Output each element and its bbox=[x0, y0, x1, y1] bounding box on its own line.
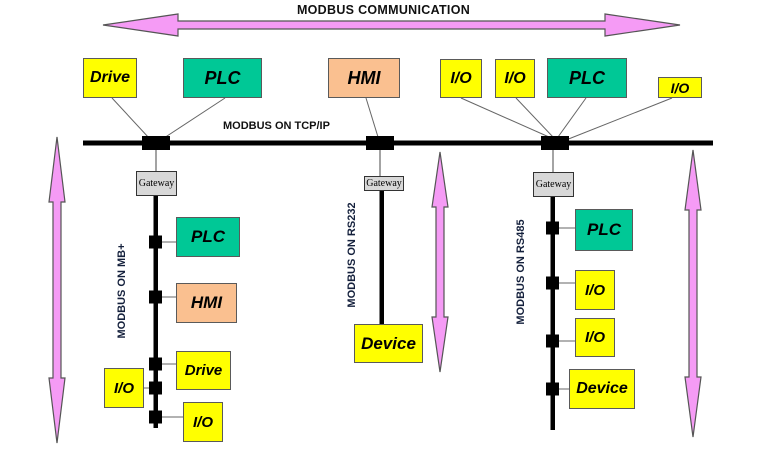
connector-plc2-top bbox=[557, 97, 587, 138]
device-box-io-tcpip-3: I/O bbox=[658, 77, 702, 98]
gateway-rs232: Gateway bbox=[364, 176, 404, 191]
rs232-bus-line bbox=[379, 190, 384, 326]
gateway-mbplus: Gateway bbox=[136, 171, 177, 196]
tcpip-tap-left bbox=[142, 136, 170, 150]
connector-io2-top bbox=[515, 97, 554, 138]
device-box-device-rs485: Device bbox=[569, 369, 635, 409]
tcpip-bus-label: MODBUS ON TCP/IP bbox=[223, 120, 330, 132]
rs485-node-1 bbox=[546, 221, 559, 235]
device-box-io-tcpip-1: I/O bbox=[440, 59, 482, 98]
mbplus-bus-label: MODBUS ON MB+ bbox=[116, 243, 128, 339]
mbplus-node-3 bbox=[149, 357, 162, 371]
connector-io1-top bbox=[460, 97, 550, 138]
rs232-bus-label: MODBUS ON RS232 bbox=[346, 202, 358, 308]
tcpip-tap-right bbox=[541, 136, 569, 150]
rs485-bus-label: MODBUS ON RS485 bbox=[515, 219, 527, 325]
device-box-plc-rs485: PLC bbox=[575, 209, 633, 251]
rs485-bus-line bbox=[550, 196, 555, 430]
mbplus-node-1 bbox=[149, 235, 162, 249]
tcpip-tap-mid bbox=[366, 136, 394, 150]
device-box-drive-mbplus: Drive bbox=[176, 351, 231, 390]
mbplus-node-2 bbox=[149, 290, 162, 304]
connector-drive-top bbox=[111, 97, 150, 139]
gateway-rs232-label: Gateway bbox=[366, 178, 402, 189]
tcpip-bus-line bbox=[83, 140, 713, 146]
device-box-plc-mbplus: PLC bbox=[176, 217, 240, 257]
device-box-io-rs485-2: I/O bbox=[575, 318, 615, 357]
horizontal-double-arrow bbox=[102, 13, 681, 37]
connector-hmi-top bbox=[365, 97, 379, 138]
mbplus-node-5 bbox=[149, 410, 162, 424]
device-box-plc-tcpip-1: PLC bbox=[183, 58, 262, 98]
gateway-rs485-label: Gateway bbox=[535, 179, 572, 190]
mbplus-bus-line bbox=[153, 196, 158, 428]
connector-plc-top bbox=[163, 97, 226, 139]
middle-vertical-double-arrow bbox=[431, 151, 449, 373]
left-vertical-double-arrow bbox=[48, 136, 66, 444]
rs485-node-2 bbox=[546, 276, 559, 290]
device-box-plc-tcpip-2: PLC bbox=[547, 58, 627, 98]
device-box-drive-tcpip: Drive bbox=[83, 58, 137, 98]
connector-io3-top bbox=[565, 97, 673, 141]
gateway-rs485: Gateway bbox=[533, 172, 574, 197]
rs485-node-3 bbox=[546, 334, 559, 348]
device-box-io-rs485-1: I/O bbox=[575, 270, 615, 310]
rs485-node-4 bbox=[546, 382, 559, 396]
device-box-io-mbplus-1: I/O bbox=[104, 368, 144, 408]
diagram-title: MODBUS COMMUNICATION bbox=[296, 3, 471, 17]
device-box-io-tcpip-2: I/O bbox=[495, 59, 535, 98]
mbplus-node-4 bbox=[149, 381, 162, 395]
right-vertical-double-arrow bbox=[684, 149, 702, 438]
gateway-mbplus-label: Gateway bbox=[138, 178, 175, 189]
device-box-device-rs232: Device bbox=[354, 324, 423, 363]
device-box-io-mbplus-2: I/O bbox=[183, 402, 223, 442]
device-box-hmi-tcpip: HMI bbox=[328, 58, 400, 98]
device-box-hmi-mbplus: HMI bbox=[176, 283, 237, 323]
